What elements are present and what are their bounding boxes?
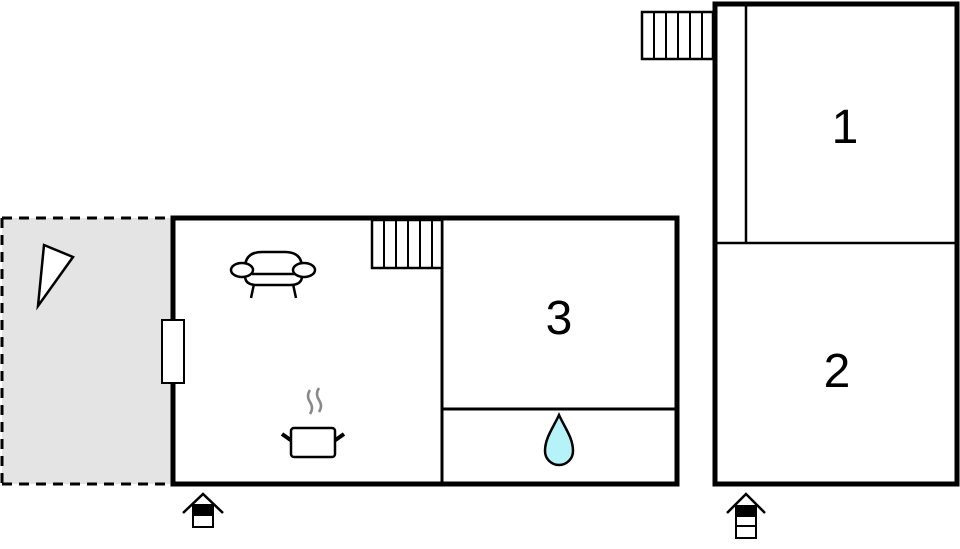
stairs-main xyxy=(370,218,444,270)
house-entrance-icon xyxy=(182,492,224,528)
annex-building: 1 2 xyxy=(640,1,960,487)
armchair-icon xyxy=(229,250,317,299)
house-entrance-tall-icon xyxy=(726,492,766,539)
cooking-pot-icon xyxy=(280,387,346,459)
room-1-label: 1 xyxy=(832,101,859,154)
main-building: 3 xyxy=(161,215,680,487)
stairs-annex xyxy=(640,10,715,61)
water-drop-icon xyxy=(543,412,575,467)
room-3-label: 3 xyxy=(546,292,573,345)
terrace-door xyxy=(161,319,185,384)
sun-triangle-icon xyxy=(36,243,75,311)
terrace-area xyxy=(0,216,172,486)
room-2-label: 2 xyxy=(824,345,851,398)
